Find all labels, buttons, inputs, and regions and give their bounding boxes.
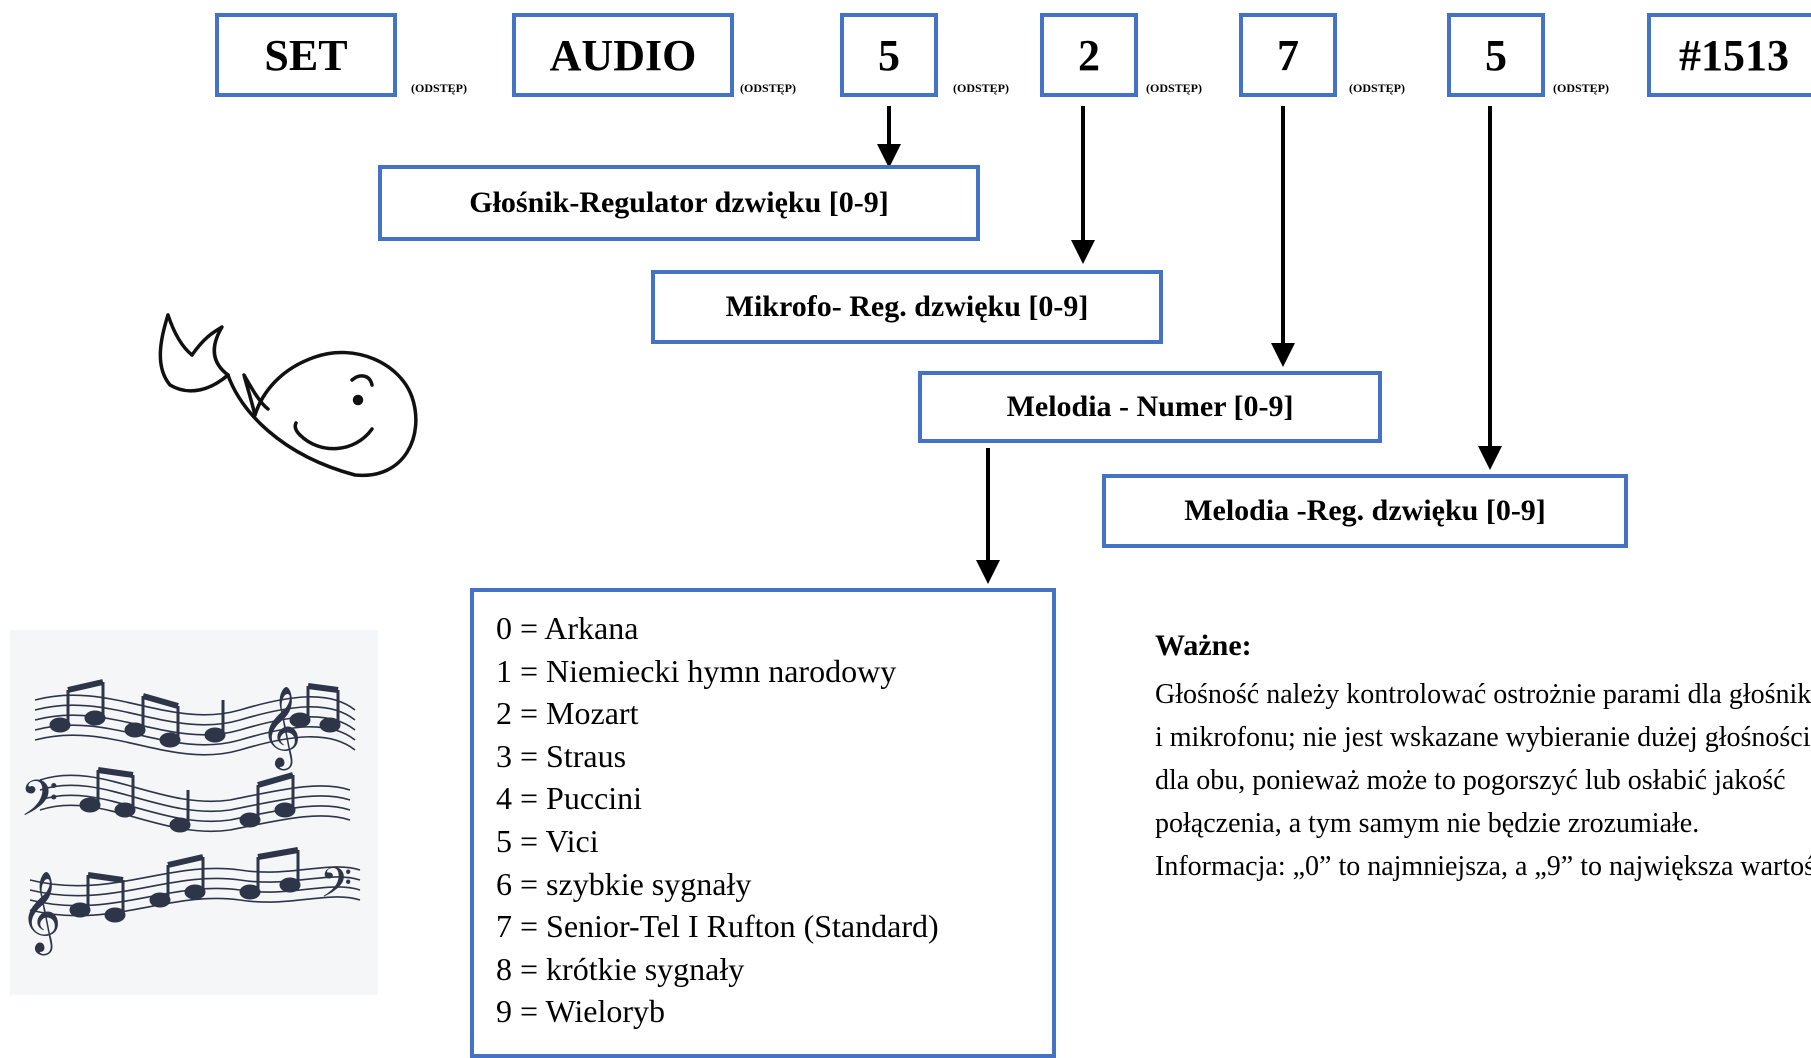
command-audio: AUDIO — [512, 13, 734, 97]
command-melody-number-value: 7 — [1239, 13, 1337, 97]
separator-label: (ODSTĘP) — [740, 81, 797, 95]
list-item: 0 = Arkana — [496, 610, 639, 646]
note-paragraph: Informacja: „0” to najmniejsza, a „9” to… — [1155, 851, 1811, 882]
mic-volume-label: Mikrofo- Reg. dzwięku [0-9] — [651, 270, 1163, 344]
list-item: 4 = Puccini — [496, 780, 643, 817]
music-notes-icon: 𝄞 𝄢 𝄞 𝄢 — [10, 630, 378, 995]
command-code: #1513 — [1647, 13, 1811, 97]
list-item: 1 = Niemiecki hymn narodowy — [496, 652, 897, 689]
list-item: 8 = krótkie sygnały — [496, 950, 745, 987]
svg-text:𝄢: 𝄢 — [320, 860, 352, 916]
list-item: 2 = Mozart — [496, 695, 639, 732]
separator-label: (ODSTĘP) — [1349, 81, 1406, 95]
list-item: 9 = Wieloryb — [496, 993, 666, 1030]
command-set: SET — [215, 13, 397, 97]
svg-text:𝄢: 𝄢 — [20, 772, 59, 838]
note-paragraph: Głośność należy kontrolować ostrożnie pa… — [1155, 679, 1811, 839]
command-melody-volume-value: 5 — [1447, 13, 1545, 97]
whale-icon — [158, 313, 418, 477]
list-item: 6 = szybkie sygnały — [496, 865, 752, 902]
melody-number-label: Melodia - Numer [0-9] — [918, 371, 1382, 443]
list-item: 7 = Senior-Tel I Rufton (Standard) — [496, 908, 939, 945]
list-item: 5 = Vici — [496, 822, 599, 859]
separator-label: (ODSTĘP) — [1146, 81, 1203, 95]
melody-volume-label: Melodia -Reg. dzwięku [0-9] — [1102, 474, 1628, 548]
note-title: Ważne: — [1155, 629, 1252, 662]
speaker-volume-label: Głośnik-Regulator dzwięku [0-9] — [378, 165, 980, 241]
important-note: Ważne: Głośność należy kontrolować ostro… — [1155, 624, 1811, 888]
list-item: 3 = Straus — [496, 737, 627, 774]
command-mic-value: 2 — [1040, 13, 1138, 97]
svg-text:𝄞: 𝄞 — [260, 687, 301, 770]
command-speaker-value: 5 — [840, 13, 938, 97]
svg-text:𝄞: 𝄞 — [20, 872, 61, 955]
melody-list: 0 = Arkana 1 = Niemiecki hymn narodowy 2… — [470, 588, 1056, 1058]
separator-label: (ODSTĘP) — [411, 81, 468, 95]
separator-label: (ODSTĘP) — [953, 81, 1010, 95]
separator-label: (ODSTĘP) — [1553, 81, 1610, 95]
